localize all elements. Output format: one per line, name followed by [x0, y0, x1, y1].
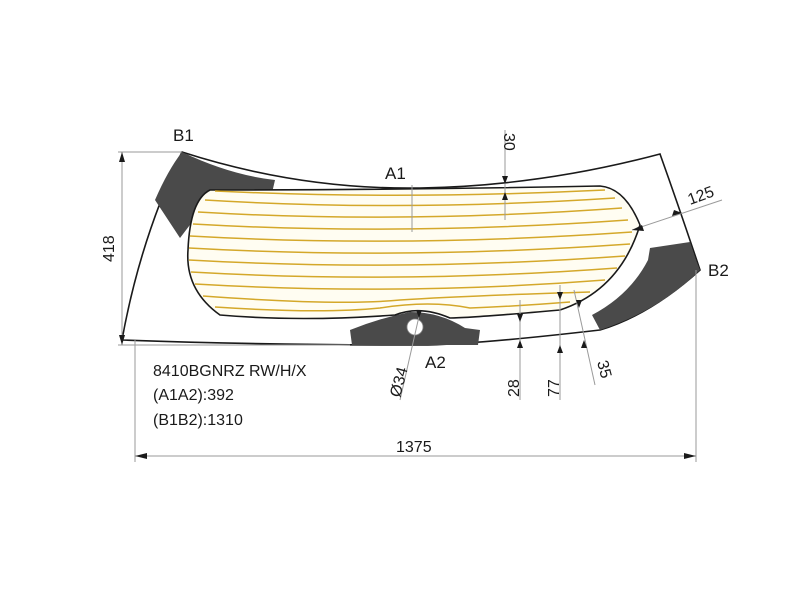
dim-width: 1375: [396, 439, 432, 456]
dim-77: 77: [546, 379, 563, 397]
dimension-lines: [118, 130, 723, 462]
b1b2-length: (B1B2):1310: [153, 412, 243, 429]
part-code: 8410BGNRZ RW/H/X: [153, 363, 307, 380]
dim-height: 418: [101, 235, 118, 262]
dim-35: 35: [593, 359, 614, 381]
label-a1: A1: [385, 164, 406, 183]
dimension-arrows: [119, 152, 696, 459]
label-b2: B2: [708, 261, 729, 280]
dim-top-band: 30: [500, 133, 517, 151]
dim-side-band: 125: [686, 184, 717, 209]
label-a2: A2: [425, 353, 446, 372]
dim-hole: Ø34: [387, 365, 411, 399]
a1a2-length: (A1A2):392: [153, 387, 234, 404]
label-b1: B1: [173, 126, 194, 145]
heater-lines: [188, 189, 633, 312]
frit-right: [592, 242, 700, 330]
dim-28: 28: [506, 379, 523, 397]
